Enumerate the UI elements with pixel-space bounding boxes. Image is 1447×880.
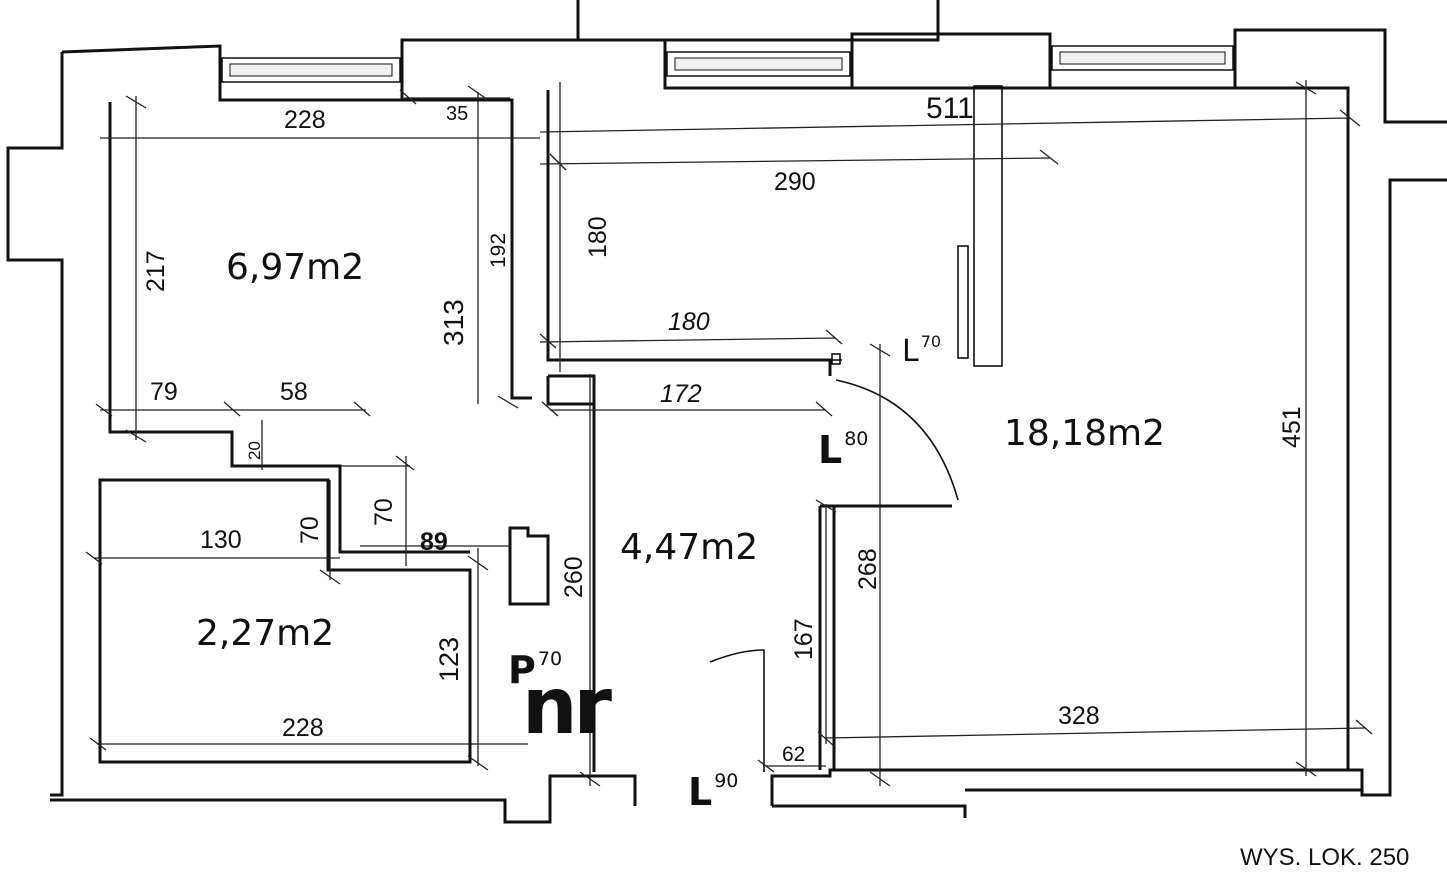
dimension-label: 192 bbox=[487, 232, 510, 268]
dimension-label: 228 bbox=[282, 714, 324, 742]
room-area-label: 2,27m2 bbox=[196, 613, 335, 654]
dimension-label: 123 bbox=[434, 636, 464, 682]
outer-wall-left bbox=[6, 52, 64, 797]
dimension-label: 130 bbox=[200, 526, 242, 554]
room-a-inner-right bbox=[402, 98, 532, 400]
dimension-label: 167 bbox=[790, 618, 818, 660]
dimension-label: 290 bbox=[774, 168, 816, 196]
dimension-label: 20 bbox=[245, 441, 264, 460]
dimension-label: 451 bbox=[1278, 406, 1306, 448]
door-post-l70 bbox=[831, 353, 841, 365]
dimension-label: 180 bbox=[668, 308, 710, 336]
dimension-label: 228 bbox=[284, 106, 326, 134]
counter-sink bbox=[957, 245, 969, 359]
dimension-label: 172 bbox=[660, 380, 702, 408]
partition-172 bbox=[546, 374, 596, 406]
window-top-middle bbox=[666, 51, 851, 77]
ceiling-height-note: WYS. LOK. 250 bbox=[1240, 844, 1410, 871]
outer-wall-bottom bbox=[50, 178, 1447, 824]
dimension-label: 70 bbox=[296, 516, 324, 544]
vent-block bbox=[508, 526, 550, 606]
dimension-label: 62 bbox=[782, 743, 806, 766]
door-swing-l80 bbox=[835, 379, 959, 501]
room-area-label: 6,97m2 bbox=[226, 247, 365, 288]
room-b-outline bbox=[98, 478, 472, 764]
window-top-left bbox=[221, 57, 401, 83]
dimension-label: 268 bbox=[854, 548, 882, 590]
living-outline bbox=[852, 86, 1350, 770]
dimension-ticks bbox=[85, 81, 1373, 787]
entrance-marker: nr bbox=[522, 662, 612, 752]
dimension-label: 79 bbox=[150, 378, 178, 406]
partition-180 bbox=[546, 90, 832, 376]
room-a-outline bbox=[108, 102, 470, 554]
room-area-label: 18,18m2 bbox=[1004, 413, 1166, 454]
room-area-label: 4,47m2 bbox=[620, 527, 759, 568]
window-top-right bbox=[1051, 45, 1234, 71]
dimension-label: 35 bbox=[446, 103, 469, 125]
hall-right-wall bbox=[818, 506, 836, 770]
door-swing-l90 bbox=[709, 649, 765, 772]
dimension-label: 89 bbox=[420, 528, 448, 556]
dimension-label: 70 bbox=[370, 498, 398, 526]
dimension-label: 217 bbox=[142, 250, 170, 292]
counter-strip bbox=[973, 85, 1003, 367]
dimension-label: 58 bbox=[280, 378, 308, 406]
dimension-lines bbox=[94, 80, 1367, 786]
dimension-label: 260 bbox=[560, 556, 588, 598]
dimension-label: 180 bbox=[584, 216, 612, 258]
dimension-label: 511 bbox=[926, 92, 974, 125]
dimension-label: 313 bbox=[438, 299, 469, 346]
outer-wall-bottom-2 bbox=[772, 788, 1362, 818]
dimension-label: 328 bbox=[1058, 702, 1100, 730]
